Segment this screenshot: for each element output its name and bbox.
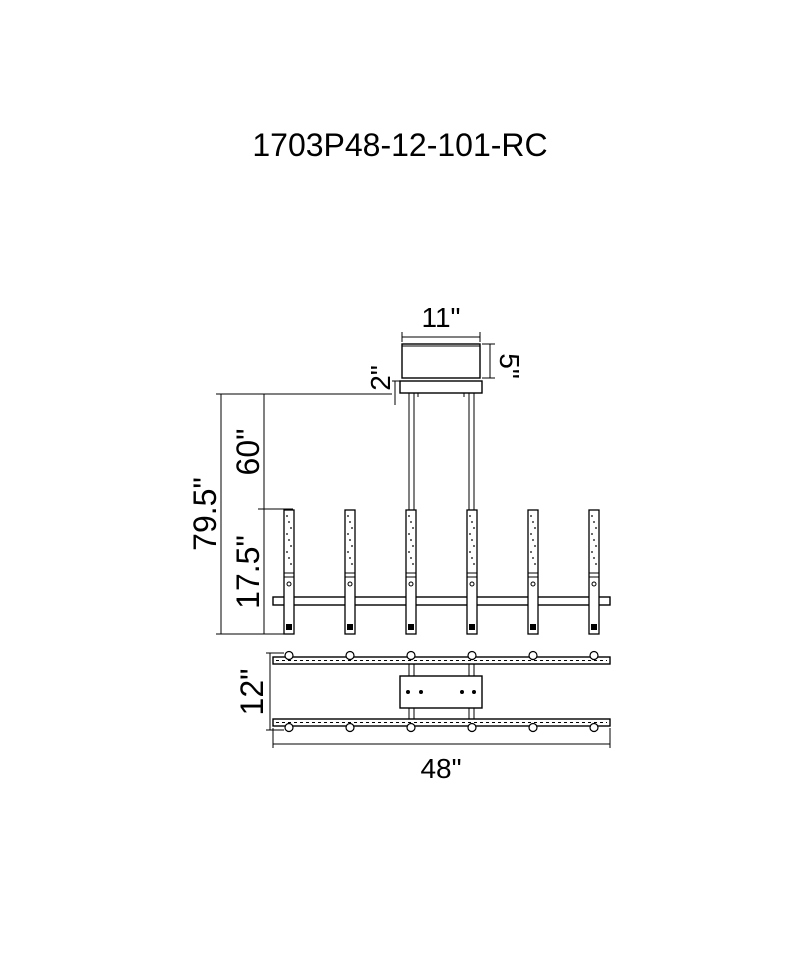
overall-width-label: 48" [420, 753, 461, 784]
pin [467, 722, 477, 733]
rod [344, 509, 356, 635]
cable-length-label: 60" [230, 429, 266, 476]
pin [589, 650, 599, 661]
rod [283, 509, 295, 635]
pin [284, 722, 294, 733]
fixture-depth-label: 12" [234, 669, 270, 716]
canopy-width-label: 11" [421, 302, 460, 333]
pin [284, 650, 294, 661]
front-rods [283, 509, 600, 635]
plate-height-label: 2" [365, 365, 396, 391]
pin [467, 650, 477, 661]
pin [528, 722, 538, 733]
canopy-width-dimension [401, 332, 481, 342]
canopy-height-label: 5" [494, 353, 525, 379]
rod [527, 509, 539, 635]
depth-dimension [266, 652, 284, 731]
front-view-fixture [272, 509, 611, 635]
model-number-title: 1703P48-12-101-RC [252, 127, 547, 163]
canopy-height-dimension [482, 343, 495, 379]
width-dimension [272, 728, 611, 748]
pin [345, 722, 355, 733]
canopy [399, 343, 483, 397]
pin [528, 650, 538, 661]
rod [405, 509, 417, 635]
plate-height-dimension [392, 380, 400, 405]
pin [345, 650, 355, 661]
pin [589, 722, 599, 733]
pin [406, 650, 416, 661]
rod [588, 509, 600, 635]
rod [466, 509, 478, 635]
pin [406, 722, 416, 733]
overall-height-label: 79.5" [187, 477, 223, 551]
top-view-pins [284, 650, 599, 733]
height-dimensions [216, 393, 392, 635]
top-view-fixture [272, 650, 611, 733]
suspension-cables [408, 393, 475, 512]
fixture-height-label: 17.5" [230, 535, 266, 609]
